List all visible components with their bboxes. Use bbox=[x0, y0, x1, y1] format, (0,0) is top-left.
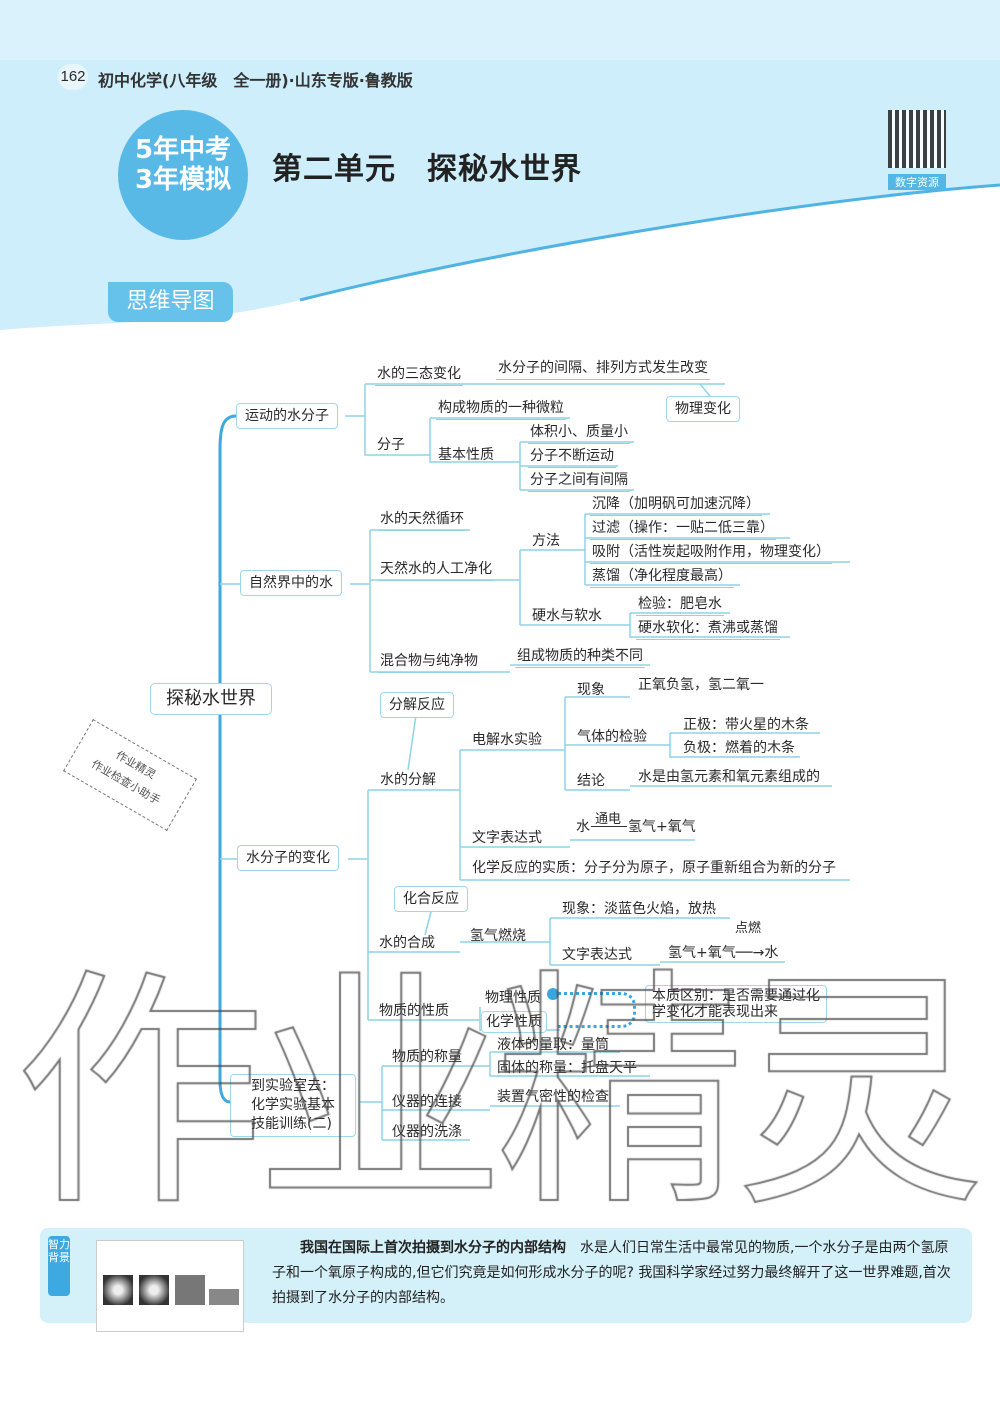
node: 氢气燃烧 bbox=[470, 928, 526, 944]
node: 固体的称量：托盘天平 bbox=[497, 1060, 637, 1076]
node: 气体的检验 bbox=[577, 729, 647, 745]
branch-lab: 到实验室去：化学实验基本技能训练(二) bbox=[230, 1074, 356, 1137]
tag-combination: 化合反应 bbox=[394, 886, 468, 912]
branch-natural-water: 自然界中的水 bbox=[240, 570, 342, 596]
qr-code[interactable] bbox=[888, 110, 946, 168]
node: 硬水与软水 bbox=[532, 608, 602, 624]
node: 混合物与纯净物 bbox=[378, 652, 480, 673]
node: 现象 bbox=[577, 682, 605, 698]
node: 构成物质的一种微粒 bbox=[436, 399, 566, 420]
node: 结论 bbox=[577, 773, 605, 789]
node: 装置气密性的检查 bbox=[497, 1089, 609, 1105]
node: 分子不断运动 bbox=[528, 447, 616, 468]
node: 检验：肥皂水 bbox=[636, 595, 724, 616]
tag-physical-change: 物理变化 bbox=[666, 396, 740, 422]
branch-molecule-change: 水分子的变化 bbox=[237, 845, 339, 871]
node: 硬水软化：煮沸或蒸馏 bbox=[636, 619, 780, 640]
node: 文字表达式 bbox=[562, 947, 632, 963]
page-number: 162 bbox=[58, 64, 88, 90]
node: 蒸馏（净化程度最高） bbox=[590, 567, 734, 588]
branch-moving-molecules: 运动的水分子 bbox=[236, 403, 338, 429]
info-tag: 智力背景 bbox=[48, 1236, 70, 1296]
unit-title: 第二单元 探秘水世界 bbox=[272, 152, 582, 187]
node: 沉降（加明矾可加速沉降） bbox=[590, 495, 762, 516]
node: 点燃 bbox=[735, 921, 762, 936]
node: 水的三态变化 bbox=[375, 365, 463, 386]
node: 文字表达式 bbox=[472, 830, 542, 846]
node: 现象：淡蓝色火焰，放热 bbox=[562, 901, 716, 917]
node: 分子之间有间隔 bbox=[528, 471, 630, 492]
node: 负极：燃着的木条 bbox=[683, 740, 795, 756]
node: 方法 bbox=[532, 533, 560, 549]
node: 水的合成 bbox=[379, 935, 435, 951]
node: 组成物质的种类不同 bbox=[515, 647, 645, 668]
node: 分子 bbox=[377, 437, 405, 453]
molecule-image bbox=[96, 1240, 244, 1332]
electrolysis-equation: 水通电氢气+氧气 bbox=[576, 812, 696, 835]
node: 化学性质 bbox=[481, 1011, 547, 1033]
node: 水的天然循环 bbox=[378, 510, 466, 531]
node: 天然水的人工净化 bbox=[378, 560, 494, 581]
essential-difference: 本质区别：是否需要通过化学变化才能表现出来 bbox=[645, 985, 827, 1023]
dotted-arrow bbox=[558, 992, 636, 1028]
section-tag: 思维导图 bbox=[108, 282, 233, 322]
node: 物质的性质 bbox=[379, 1003, 449, 1019]
node: 正氧负氢，氢二氧一 bbox=[638, 677, 764, 693]
node: 过滤（操作：一贴二低三靠） bbox=[590, 519, 776, 540]
node: 正极：带火星的木条 bbox=[683, 717, 809, 733]
node: 水分子的间隔、排列方式发生改变 bbox=[496, 359, 710, 380]
qr-label: 数字资源 bbox=[888, 174, 946, 190]
node: 氢气+氧气──→水 bbox=[668, 945, 779, 961]
node: 物理性质 bbox=[485, 990, 541, 1006]
book-title: 初中化学(八年级 全一册)·山东专版·鲁教版 bbox=[98, 71, 413, 90]
node: 液体的量取：量筒 bbox=[497, 1037, 609, 1053]
tag-decomposition: 分解反应 bbox=[380, 692, 454, 718]
node: 电解水实验 bbox=[472, 732, 542, 748]
node: 水是由氢元素和氧元素组成的 bbox=[638, 769, 820, 785]
node: 化学反应的实质：分子分为原子，原子重新组合为新的分子 bbox=[472, 860, 836, 876]
node: 仪器的连接 bbox=[392, 1094, 462, 1110]
node: 体积小、质量小 bbox=[528, 423, 630, 444]
mindmap-root: 探秘水世界 bbox=[150, 683, 272, 715]
node: 吸附（活性炭起吸附作用，物理变化） bbox=[590, 543, 832, 564]
node: 仪器的洗涤 bbox=[392, 1124, 462, 1140]
node: 物质的称量 bbox=[392, 1049, 462, 1065]
node: 基本性质 bbox=[438, 447, 494, 463]
info-text: 我国在国际上首次拍摄到水分子的内部结构 水是人们日常生活中最常见的物质,一个水分… bbox=[272, 1240, 951, 1306]
node: 水的分解 bbox=[380, 772, 436, 788]
